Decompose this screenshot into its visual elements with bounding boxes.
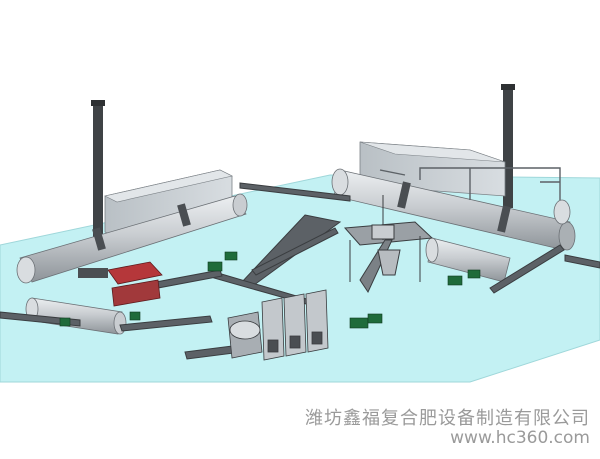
green-motors [59,251,481,329]
left-chimney [93,104,103,244]
right-chimney [503,88,513,208]
red-granulator [78,261,163,307]
left-rotary-drum [16,193,248,284]
left-dust-chamber [104,169,233,239]
right-rotary-drum [331,168,576,251]
central-tower [343,195,434,294]
cyclone [553,199,571,225]
company-name-caption: 潍坊鑫福复合肥设备制造有限公司 [305,408,590,429]
screening-units [227,289,329,361]
ductwork [379,167,561,200]
conveyors [0,182,600,360]
website-caption: www.hc360.com [450,428,590,448]
